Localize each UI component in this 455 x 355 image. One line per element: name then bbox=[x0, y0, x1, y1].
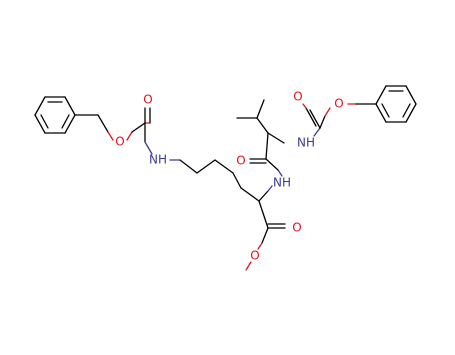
left-cbz-linker bbox=[74, 107, 153, 155]
valine-residue bbox=[236, 99, 285, 177]
o-carbonyl-left-label: O bbox=[143, 93, 152, 107]
left-benzene-ring bbox=[34, 96, 76, 134]
lysine-side-chain bbox=[169, 159, 260, 202]
o-carbonyl-right-label: O bbox=[293, 90, 302, 104]
right-cbz-linker bbox=[302, 103, 377, 137]
nh-right-label: NH bbox=[297, 136, 315, 150]
nh-left-label: NH bbox=[149, 153, 167, 167]
o-methyl-ester-carbonyl-label: O bbox=[292, 221, 301, 235]
o-ester-left-label: O bbox=[115, 135, 124, 149]
lysine-backbone bbox=[245, 185, 286, 271]
o-ester-right-label: O bbox=[334, 97, 343, 111]
o-amide-label: O bbox=[236, 154, 245, 168]
right-benzene-ring bbox=[375, 85, 417, 123]
o-methyl-ester-label: O bbox=[250, 249, 259, 263]
nh-amide-label: NH bbox=[273, 176, 291, 190]
